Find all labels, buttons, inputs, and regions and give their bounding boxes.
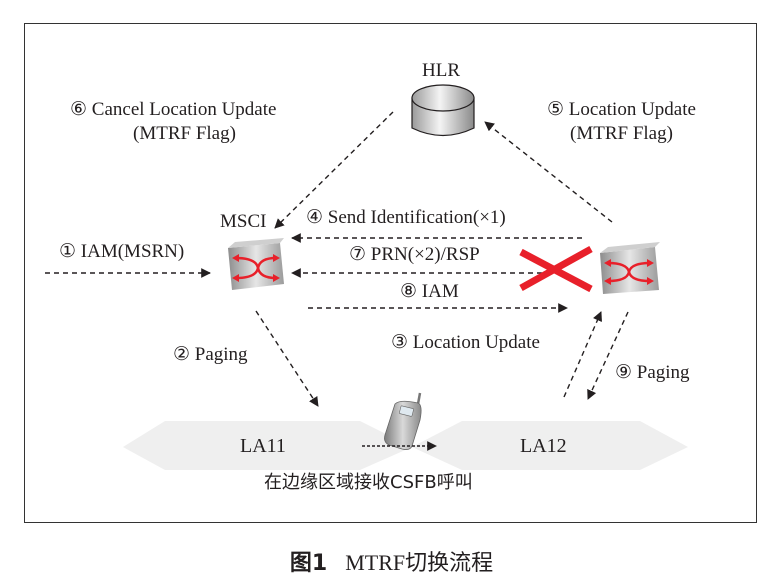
msc1-switch-icon bbox=[228, 238, 284, 290]
arrow-m9 bbox=[587, 311, 629, 400]
scenario-note: 在边缘区域接收CSFB呼叫 bbox=[264, 472, 473, 493]
message-3: ③ Location Update bbox=[391, 332, 540, 353]
message-4: ④ Send Identification(×1) bbox=[306, 207, 506, 228]
message-7: ⑦ PRN(×2)/RSP bbox=[349, 244, 480, 265]
mobile-phone-icon bbox=[384, 392, 422, 450]
message-1: ① IAM(MSRN) bbox=[59, 241, 185, 262]
hlr-database-icon bbox=[411, 84, 475, 137]
arrow-m2 bbox=[255, 310, 319, 407]
diagram-frame bbox=[24, 23, 757, 523]
figure-title: MTRF切换流程 bbox=[345, 550, 494, 575]
message-6-line1: ⑥ Cancel Location Update bbox=[70, 99, 277, 120]
failure-cross-icon bbox=[519, 245, 593, 293]
message-2: ② Paging bbox=[173, 344, 248, 365]
msc1-label: MSCI bbox=[220, 211, 267, 232]
figure-number: 图1 bbox=[289, 551, 328, 576]
message-5-line1: ⑤ Location Update bbox=[547, 99, 696, 120]
la12-label: LA12 bbox=[520, 435, 567, 457]
hlr-label: HLR bbox=[422, 60, 460, 81]
arrow-m3 bbox=[563, 311, 602, 398]
arrow-m6 bbox=[274, 111, 394, 229]
msc2-switch-icon bbox=[600, 242, 660, 294]
zone-la12 bbox=[412, 421, 688, 470]
message-9: ⑨ Paging bbox=[615, 362, 690, 383]
message-5-line2: (MTRF Flag) bbox=[570, 123, 673, 144]
la11-label: LA11 bbox=[240, 435, 286, 457]
figure-caption: 图1 MTRF切换流程 bbox=[0, 545, 783, 577]
zone-la11 bbox=[123, 421, 412, 470]
message-8: ⑧ IAM bbox=[400, 281, 459, 302]
message-6-line2: (MTRF Flag) bbox=[133, 123, 236, 144]
